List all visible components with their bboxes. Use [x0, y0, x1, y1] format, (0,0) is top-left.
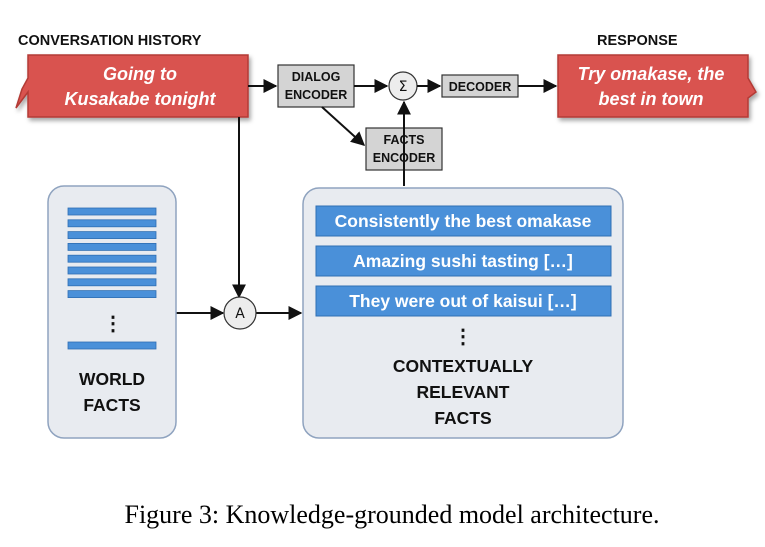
relevant-fact-text-3: They were out of kaisui […] [349, 291, 577, 311]
dialog-encoder-line-1: DIALOG [292, 70, 341, 84]
relevant-fact-item-2 [315, 245, 612, 277]
decoder-label: DECODER [449, 80, 512, 94]
relevant-facts-ellipsis: ⋮ [453, 326, 473, 348]
world-fact-bar [67, 231, 157, 240]
world-fact-bar [67, 278, 157, 287]
dialog-encoder-box [277, 64, 355, 108]
relevant-facts-label-line-1: CONTEXTUALLY [393, 356, 534, 376]
world-fact-bar [67, 207, 157, 216]
world-fact-bar [67, 254, 157, 263]
attention-node [223, 296, 257, 330]
world-fact-bar [67, 266, 157, 275]
attention-symbol: A [235, 306, 245, 322]
conversation-line-1: Going to [103, 64, 177, 84]
conversation-line-2: Kusakabe tonight [64, 89, 216, 109]
relevant-fact-item-1 [315, 205, 612, 237]
world-fact-bar [67, 219, 157, 228]
response-line-1: Try omakase, the [578, 64, 725, 84]
world-fact-bar [67, 290, 157, 299]
world-fact-bar [67, 242, 157, 251]
response-header: RESPONSE [597, 33, 678, 49]
dialog-encoder-line-2: ENCODER [285, 88, 348, 102]
relevant-fact-text-1: Consistently the best omakase [335, 211, 592, 231]
figure-caption: Figure 3: Knowledge-grounded model archi… [125, 500, 660, 529]
arrow-dialog-encoder-to-facts-encoder [321, 106, 366, 146]
relevant-fact-item-3 [315, 285, 612, 317]
conversation-history-banner [15, 54, 249, 118]
relevant-facts-label-line-3: FACTS [434, 408, 491, 428]
world-facts-label-line-1: WORLD [79, 369, 145, 389]
sum-symbol: Σ [399, 79, 408, 95]
world-facts-ellipsis: ⋮ [103, 313, 123, 335]
conversation-history-header: CONVERSATION HISTORY [18, 33, 202, 49]
world-facts-bars [67, 207, 157, 299]
world-facts-label-line-2: FACTS [83, 395, 140, 415]
relevant-facts-label-line-2: RELEVANT [416, 382, 509, 402]
relevant-fact-text-2: Amazing sushi tasting […] [353, 251, 573, 271]
response-line-2: best in town [599, 89, 704, 109]
world-fact-bar-last [67, 341, 157, 350]
response-banner [557, 54, 757, 118]
